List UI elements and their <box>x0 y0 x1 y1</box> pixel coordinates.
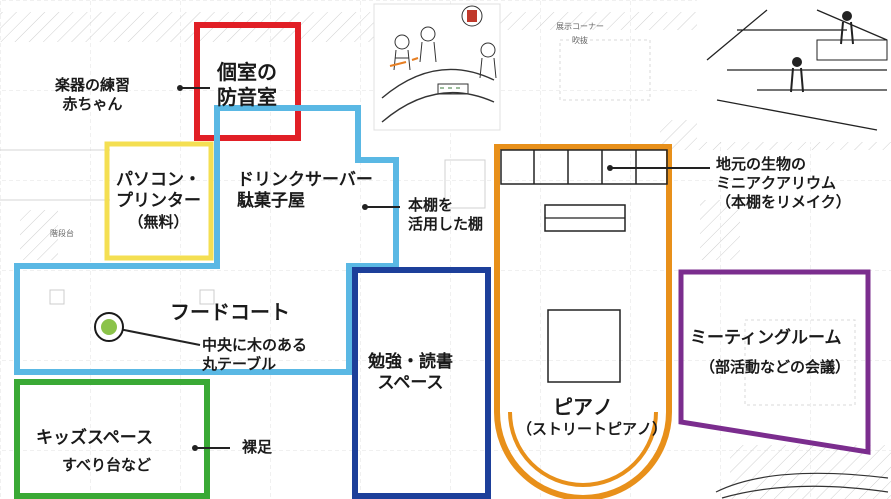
piano-subtitle: （ストリートピアノ） <box>517 420 668 438</box>
meeting-title: ミーティングルーム <box>690 328 842 348</box>
private-room-title-line1: 個室の <box>217 60 277 84</box>
private-room-note: 楽器の練習 赤ちゃん <box>55 76 130 114</box>
food-court-note-line1: 中央に木のある <box>202 336 308 354</box>
plan-room-box <box>744 319 856 406</box>
aquarium-note-line2: ミニアクアリウム <box>716 173 837 192</box>
drink-title-line2: 駄菓子屋 <box>237 191 305 212</box>
aquarium-note: 地元の生物の ミニアクアリウム （本棚をリメイク） <box>716 155 851 211</box>
food-court-note: 中央に木のある 丸テーブル <box>202 336 307 374</box>
drink-food-court-outline <box>14 105 399 375</box>
atrium-label: 吹抜 <box>572 36 588 45</box>
plan-column <box>49 289 65 305</box>
study-outline <box>352 267 491 499</box>
sketch-drink-counter <box>373 3 501 131</box>
kids-subtitle: すべり台など <box>62 456 151 474</box>
hatched-wall-right <box>700 200 740 260</box>
pc-title-line2: プリンター <box>116 191 201 212</box>
aquarium-note-line1: 地元の生物の <box>716 155 807 173</box>
private-room-title: 個室の 防音室 <box>217 60 277 110</box>
plan-fixture <box>444 159 486 209</box>
kids-title: キッズスペース <box>36 428 153 448</box>
piano-title: ピアノ <box>553 395 613 419</box>
connector-dot <box>362 204 368 210</box>
table-connector <box>108 326 201 346</box>
aquarium-note-line3: （本棚をリメイク） <box>716 192 851 211</box>
hatched-wall-top <box>0 12 380 42</box>
meeting-outline <box>678 269 871 455</box>
pc-outline <box>104 141 214 261</box>
food-court-title: フードコート <box>170 300 290 324</box>
connector-dot <box>192 445 198 451</box>
drink-title-line1: ドリンクサーバー <box>237 170 373 190</box>
study-title-line2: スペース <box>377 373 444 394</box>
piano-instrument <box>547 309 621 383</box>
pc-title-line1: パソコン・ <box>116 170 201 190</box>
pc-title: パソコン・ プリンター （無料） <box>116 170 201 231</box>
plan-atrium-box <box>559 39 651 101</box>
barefoot-note: 裸足 <box>242 438 273 456</box>
drink-note-line2: 活用した棚 <box>408 214 484 233</box>
drink-title: ドリンクサーバー 駄菓子屋 <box>237 170 373 213</box>
drink-note: 本棚を 活用した棚 <box>408 196 483 234</box>
plan-column <box>199 289 215 305</box>
study-title: 勉強・読書 スペース <box>368 352 453 395</box>
private-room-outline <box>194 22 301 141</box>
hatched-wall-left <box>20 210 58 260</box>
drink-note-line1: 本棚を <box>408 196 454 214</box>
study-title-line1: 勉強・読書 <box>368 352 453 372</box>
steps-label: 階段台 <box>50 229 74 238</box>
private-room-note-line2: 赤ちゃん <box>62 94 123 113</box>
sketch-bottom-right <box>715 472 889 499</box>
private-room-note-line1: 楽器の練習 <box>55 76 131 94</box>
pc-note: （無料） <box>128 212 189 231</box>
sketch-corridor <box>697 0 891 142</box>
food-court-note-line2: 丸テーブル <box>202 354 277 373</box>
hatched-wall-top-right <box>500 12 700 30</box>
meeting-subtitle: （部活動などの会議） <box>700 358 851 376</box>
connector-dot <box>607 165 613 171</box>
kids-outline <box>14 379 210 499</box>
piano-outline <box>494 144 672 499</box>
connector-dot <box>177 85 183 91</box>
private-room-title-line2: 防音室 <box>217 85 277 109</box>
tree-icon <box>101 319 117 335</box>
piano-inner-arc <box>508 411 658 487</box>
exhibition-corner-label: 展示コーナー <box>556 22 604 31</box>
